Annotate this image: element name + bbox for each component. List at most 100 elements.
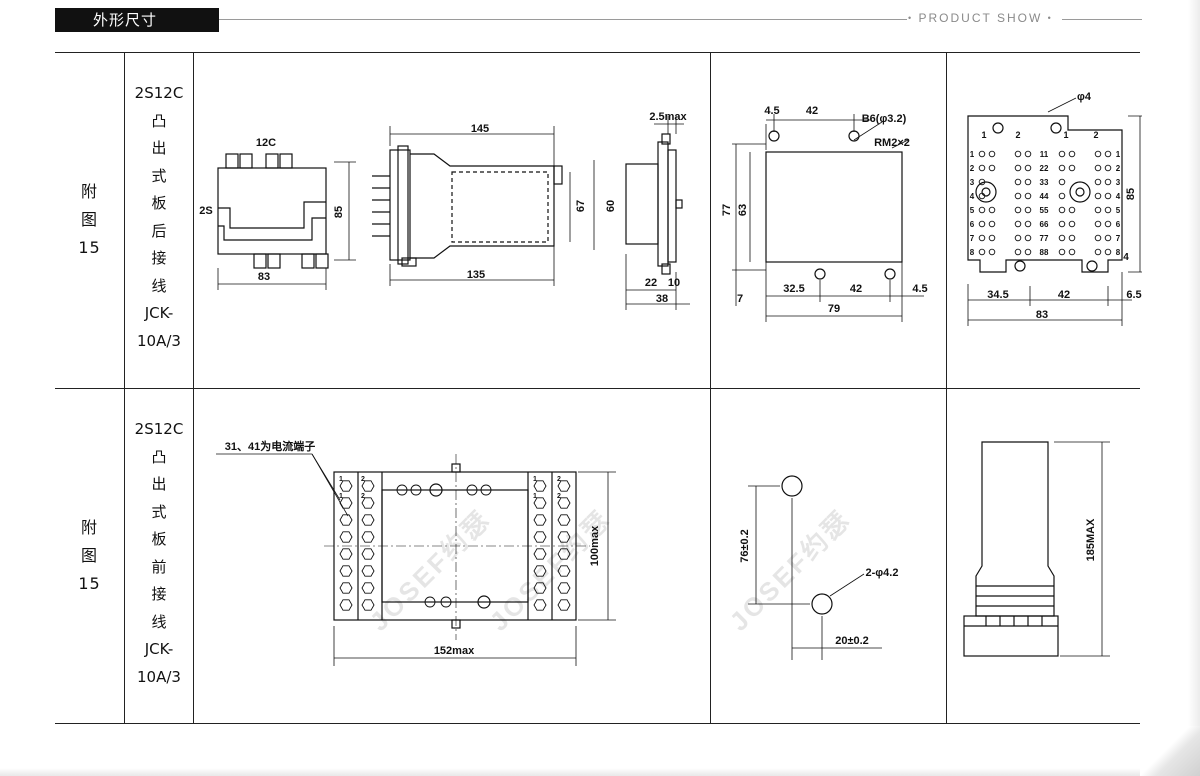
terminal-hole [978, 206, 986, 214]
terminal-hole [1058, 178, 1066, 186]
panel-screw [410, 484, 422, 496]
terminal-hole [1024, 234, 1032, 242]
row1-label-line: 图 [80, 210, 98, 229]
panel-terminal [361, 599, 375, 611]
terminal-hole [1014, 234, 1022, 242]
terminal-hole [1024, 206, 1032, 214]
row2-model-line: 10A/3 [137, 667, 181, 686]
terminal-pin-label: 77 [1040, 234, 1049, 243]
panel-terminal [557, 497, 571, 509]
row1-model-line: 凸 [151, 111, 167, 130]
cutout2-width-dim: 20±0.2 [835, 635, 869, 647]
terminal-hole [1068, 220, 1076, 228]
terminal-hole-grid [978, 150, 1112, 256]
terminal-bottom-3: 6.5 [1126, 289, 1141, 301]
table-top-line [55, 52, 1140, 53]
terminal-hole [1058, 234, 1066, 242]
end-top-dim: 2.5max [649, 111, 687, 123]
panel-terminal [339, 514, 353, 526]
terminal-hole [1058, 192, 1066, 200]
terminal-hole [1068, 234, 1076, 242]
cutout-note-2: RM2×2 [874, 137, 910, 149]
terminal-pin-label: 4 [1116, 192, 1121, 201]
terminal-hole [1068, 206, 1076, 214]
terminal-hole [1014, 220, 1022, 228]
row2-model-line: 线 [151, 612, 167, 631]
col-divider-3 [710, 52, 711, 724]
terminal-pin-label: 1 [1116, 150, 1121, 159]
terminal-bottom-1: 34.5 [987, 289, 1008, 301]
panel-terminal [533, 514, 547, 526]
row2-label-line: 图 [80, 546, 98, 565]
terminal-pin-label: 1 [970, 150, 975, 159]
row2-model: 2S12C 凸 出 式 板 前 接 线 JCK- 10A/3 [125, 416, 193, 691]
terminal-bottom-4: 83 [1036, 309, 1048, 321]
terminal-hole [1104, 248, 1112, 256]
terminal-hole [1014, 150, 1022, 158]
panel-screw [466, 484, 478, 496]
panel-terminal [557, 582, 571, 594]
panel-terminal [557, 548, 571, 560]
end-view-drawing [625, 116, 690, 310]
row1-model-line: 线 [151, 276, 167, 295]
terminal-hole [1024, 164, 1032, 172]
terminal-pin-label: 8 [1116, 248, 1121, 257]
panel-screw [480, 484, 492, 496]
section-title: 外形尺寸 [55, 8, 219, 32]
row1-label-line: 附 [80, 182, 98, 201]
terminal-pin-label: 6 [970, 220, 975, 229]
terminal-pin-label: 33 [1040, 178, 1049, 187]
panel-screw [396, 484, 408, 496]
panel-terminal [361, 548, 375, 560]
row1-model-line: 后 [151, 221, 167, 240]
panel-screw [424, 596, 436, 608]
page-curl [1140, 726, 1200, 776]
row1-model-line: JCK- [144, 304, 174, 322]
side-top-dim: 145 [471, 123, 489, 135]
panel-note: 31、41为电流端子 [225, 439, 315, 453]
terminal-hole [1014, 206, 1022, 214]
panel-pin-label: 2 [557, 476, 561, 483]
row2-model-line: 凸 [151, 447, 167, 466]
terminal-col-label: 1 [1063, 130, 1068, 140]
panel-terminal [361, 565, 375, 577]
terminal-col-label: 1 [981, 130, 986, 140]
terminal-pin-label: 5 [1116, 206, 1121, 215]
cutout-bottom-3: 4.5 [912, 283, 927, 295]
panel-terminal [361, 582, 375, 594]
row1-model-line: 10A/3 [137, 331, 181, 350]
cutout-top-dim-1: 4.5 [764, 105, 779, 117]
panel-screw [440, 596, 452, 608]
cutout-bottom-2: 42 [850, 283, 862, 295]
terminal-hole [1058, 164, 1066, 172]
terminal-hole [1014, 178, 1022, 186]
col-divider-2 [193, 52, 194, 724]
terminal-pin-label: 3 [1116, 178, 1121, 187]
header-divider [219, 19, 907, 20]
row2-label: 附 图 15 [55, 514, 124, 598]
terminal-hole [978, 192, 986, 200]
panel-terminal [361, 514, 375, 526]
panel-terminal [557, 565, 571, 577]
front-view-drawing [217, 153, 356, 290]
panel-terminal [533, 497, 547, 509]
terminal-pin-label: 11 [1040, 150, 1049, 159]
terminal-hole [1068, 164, 1076, 172]
cutout-bottom-0: 7 [737, 293, 743, 305]
terminal-bottom-2: 42 [1058, 289, 1070, 301]
panel-terminal [339, 531, 353, 543]
terminal-hole [1094, 164, 1102, 172]
row1-model-line: 式 [151, 166, 167, 185]
row2-model-line: 接 [151, 585, 167, 603]
panel-pin-label: 2 [361, 476, 365, 483]
terminal-pin-label: 8 [970, 248, 975, 257]
header-divider-right [1062, 19, 1142, 20]
panel-pin-label: 2 [557, 493, 561, 500]
row1-model: 2S12C 凸 出 式 板 后 接 线 JCK- 10A/3 [125, 80, 193, 355]
terminal-hole [978, 220, 986, 228]
terminal-pin-label: 2 [970, 164, 975, 173]
cutout-bottom-1: 32.5 [783, 283, 804, 295]
panel-height-dim: 100max [589, 525, 601, 566]
